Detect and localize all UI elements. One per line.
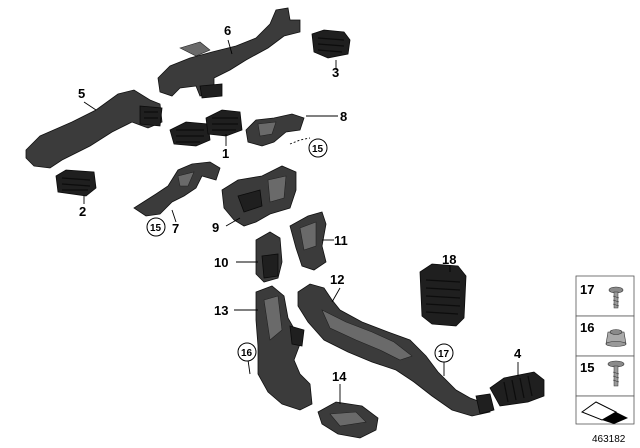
leader-lines: [83, 39, 519, 404]
circled-callouts: 15 15 16 17: [146, 138, 454, 363]
callout-7: 7: [172, 221, 179, 236]
callout-12: 12: [330, 272, 344, 287]
part-6-duct: [157, 7, 301, 99]
side-parts-panel: 17 16 15: [575, 275, 635, 425]
part-4-vent: [489, 371, 545, 407]
side-item-17-label: 17: [580, 282, 594, 297]
part-18-grille: [419, 263, 467, 327]
callout-4: 4: [514, 346, 522, 361]
direction-arrow-icon: [580, 401, 628, 424]
callout-3: 3: [332, 65, 339, 80]
circled-callout-16: 16: [241, 348, 253, 359]
part-13-duct: [255, 285, 313, 411]
part-14-bracket: [317, 401, 379, 439]
circled-callout-15-upper: 15: [312, 144, 324, 155]
part-12-duct: [297, 283, 495, 417]
circled-callout-17: 17: [438, 349, 450, 360]
part-1-vents: [169, 109, 243, 147]
callout-8: 8: [340, 109, 347, 124]
bolt-icon: [607, 360, 625, 387]
callout-10: 10: [214, 255, 228, 270]
side-item-16-label: 16: [580, 320, 594, 335]
part-7-duct: [133, 161, 221, 217]
circled-callout-15-lower: 15: [150, 223, 162, 234]
callout-2: 2: [79, 204, 86, 219]
callout-13: 13: [214, 303, 228, 318]
callout-14: 14: [332, 369, 347, 384]
screw-icon: [608, 286, 624, 309]
part-5-duct: [25, 89, 163, 169]
part-11-duct: [289, 211, 327, 271]
callout-18: 18: [442, 252, 456, 267]
part-3-vent: [311, 29, 351, 59]
callout-9: 9: [212, 220, 219, 235]
part-2-vent: [55, 169, 97, 197]
callout-labels: 6 3 5 1 8 2 7 9 11 10 12 18 13 4 14: [78, 23, 522, 384]
nut-icon: [605, 329, 627, 347]
part-9-duct: [221, 165, 297, 227]
diagram-id: 463182: [592, 434, 626, 445]
side-item-15-label: 15: [580, 360, 594, 375]
callout-6: 6: [224, 23, 231, 38]
callout-11: 11: [334, 233, 348, 248]
callout-1: 1: [222, 146, 229, 161]
callout-5: 5: [78, 86, 85, 101]
part-8-duct: [245, 113, 305, 147]
part-10-duct: [255, 231, 283, 283]
